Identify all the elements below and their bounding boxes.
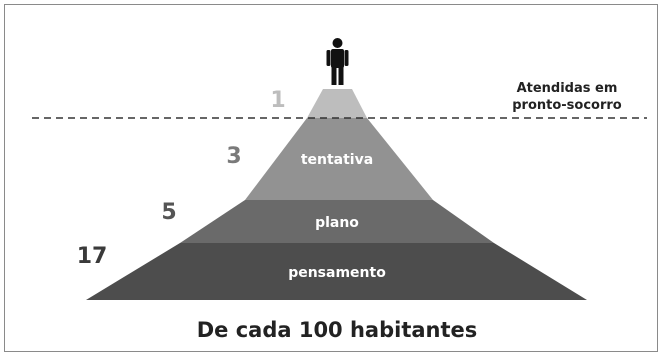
pyramid-level-tentativa: [245, 118, 433, 200]
suicide-pyramid-diagram: 1 3 5 17 tentativa plano pensamento Aten…: [32, 38, 647, 342]
pyramid-level-pensamento: [86, 243, 587, 300]
label-pensamento: pensamento: [288, 265, 386, 281]
diagram-frame: 1 3 5 17 tentativa plano pensamento Aten…: [4, 4, 658, 352]
label-tentativa: tentativa: [301, 152, 373, 168]
threshold-label-line1: Atendidas em: [517, 81, 618, 96]
count-level-tentativa: 3: [226, 144, 241, 169]
threshold-label-line2: pronto-socorro: [512, 98, 622, 113]
pyramid-level-top: [307, 89, 367, 118]
caption: De cada 100 habitantes: [197, 318, 478, 342]
count-level-top: 1: [270, 88, 285, 113]
label-plano: plano: [315, 215, 359, 231]
person-icon: [326, 38, 349, 85]
pyramid-level-plano: [180, 200, 494, 243]
count-level-plano: 5: [161, 200, 176, 225]
count-level-pensamento: 17: [77, 244, 108, 269]
